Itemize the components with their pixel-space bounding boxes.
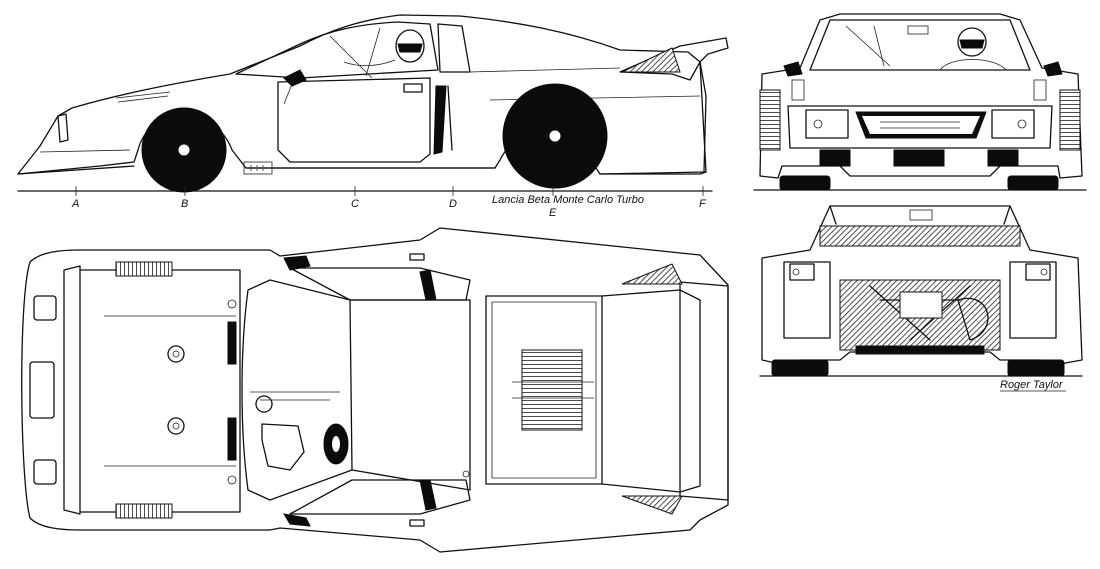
station-label-a: A [71,198,79,210]
station-ticks [75,186,704,196]
mirror [283,69,307,87]
rear-light-right [1025,263,1051,281]
rear-wing-back [819,225,1021,247]
rear-light-left [789,263,815,281]
side-door [277,77,431,163]
side-view: A B C D E F Lancia Beta Monte Carlo Turb… [17,14,729,219]
sill-plate [243,161,273,175]
station-label-d: D [449,198,457,210]
signature: Roger Taylor [1000,379,1064,391]
side-intake [433,85,447,155]
station-label-c: C [351,198,359,210]
rear-wing [619,37,729,81]
station-label-f: F [699,198,707,210]
front-side-vent [759,89,781,151]
roof [349,299,471,491]
front-view [753,13,1087,191]
front-light [57,113,69,143]
engine-grille [521,349,583,431]
top-light-right [33,459,57,485]
rear-view: Roger Taylor [759,205,1083,392]
side-window [235,21,439,79]
front-body-outline [759,13,1083,179]
bonnet [79,269,241,513]
station-label-e: E [549,207,557,219]
top-light-left [33,295,57,321]
top-body-outline [21,227,729,553]
station-label-b: B [181,198,188,210]
front-driver-helmet [957,27,987,57]
front-windscreen [809,19,1031,71]
top-view [21,227,729,553]
steering-wheel [255,395,273,413]
driver-helmet [395,29,425,63]
drawing-title: Lancia Beta Monte Carlo Turbo [492,194,644,206]
filler-cap [167,345,185,363]
door-handle [403,83,423,93]
seat [261,423,305,471]
rear-wing-top [679,281,729,501]
cockpit [241,279,353,501]
